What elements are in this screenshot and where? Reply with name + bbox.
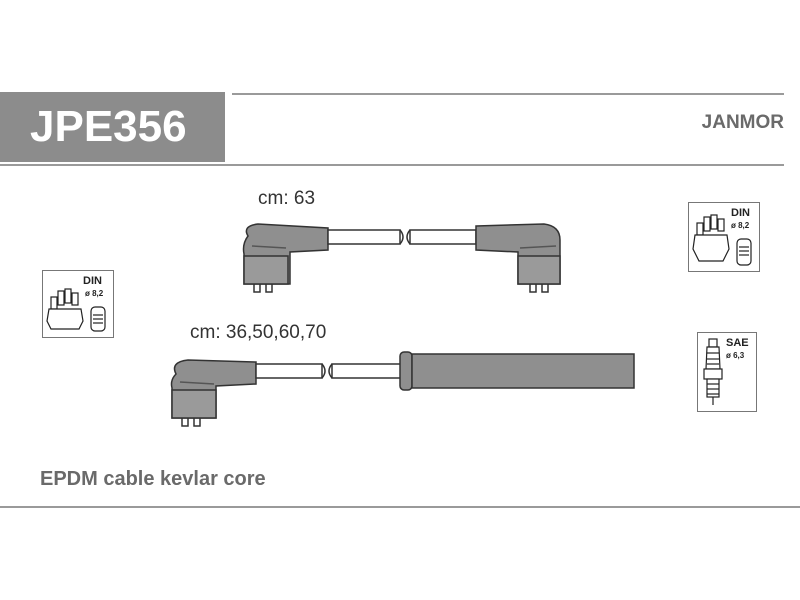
brand-name: JANMOR — [701, 112, 784, 133]
right-distributor-diameter: ø 8,2 — [731, 221, 750, 230]
cable-2-break — [321, 363, 333, 379]
cable-1-length: cm: 63 — [258, 188, 316, 209]
right-distributor-standard: DIN — [731, 207, 750, 219]
footer-rule — [0, 506, 800, 508]
cable-2-right-wire — [331, 363, 403, 379]
spark-plug-icon-box: SAE ø 6,3 — [697, 332, 757, 412]
header-underline — [0, 164, 784, 166]
distributor-cap-icon — [46, 288, 106, 332]
left-distributor-diameter: ø 8,2 — [85, 289, 104, 298]
cable-2-boot — [170, 359, 257, 427]
spark-plug-icon — [703, 338, 723, 405]
cable-2-left-wire — [255, 363, 323, 379]
product-code-box: JPE356 — [0, 92, 225, 162]
distributor-cap-icon — [692, 214, 752, 266]
cable-2-plug-boot — [399, 351, 635, 391]
cable-1-right-wire — [409, 229, 477, 245]
cable-1-break — [399, 229, 411, 245]
cable-description: EPDM cable kevlar core — [40, 468, 266, 490]
right-distributor-icon: DIN ø 8,2 — [688, 202, 760, 272]
cable-2-length: cm: 36,50,60,70 — [190, 322, 327, 343]
spark-plug-diameter: ø 6,3 — [726, 351, 745, 360]
product-code: JPE356 — [30, 102, 187, 151]
cable-1-left-wire — [327, 229, 401, 245]
cable-1-left-boot — [242, 223, 329, 293]
cable-1-right-boot — [475, 223, 561, 293]
left-distributor-icon: DIN ø 8,2 — [42, 270, 114, 338]
header-rule — [232, 93, 784, 95]
spark-plug-standard: SAE — [726, 337, 749, 349]
left-distributor-standard: DIN — [83, 275, 102, 287]
